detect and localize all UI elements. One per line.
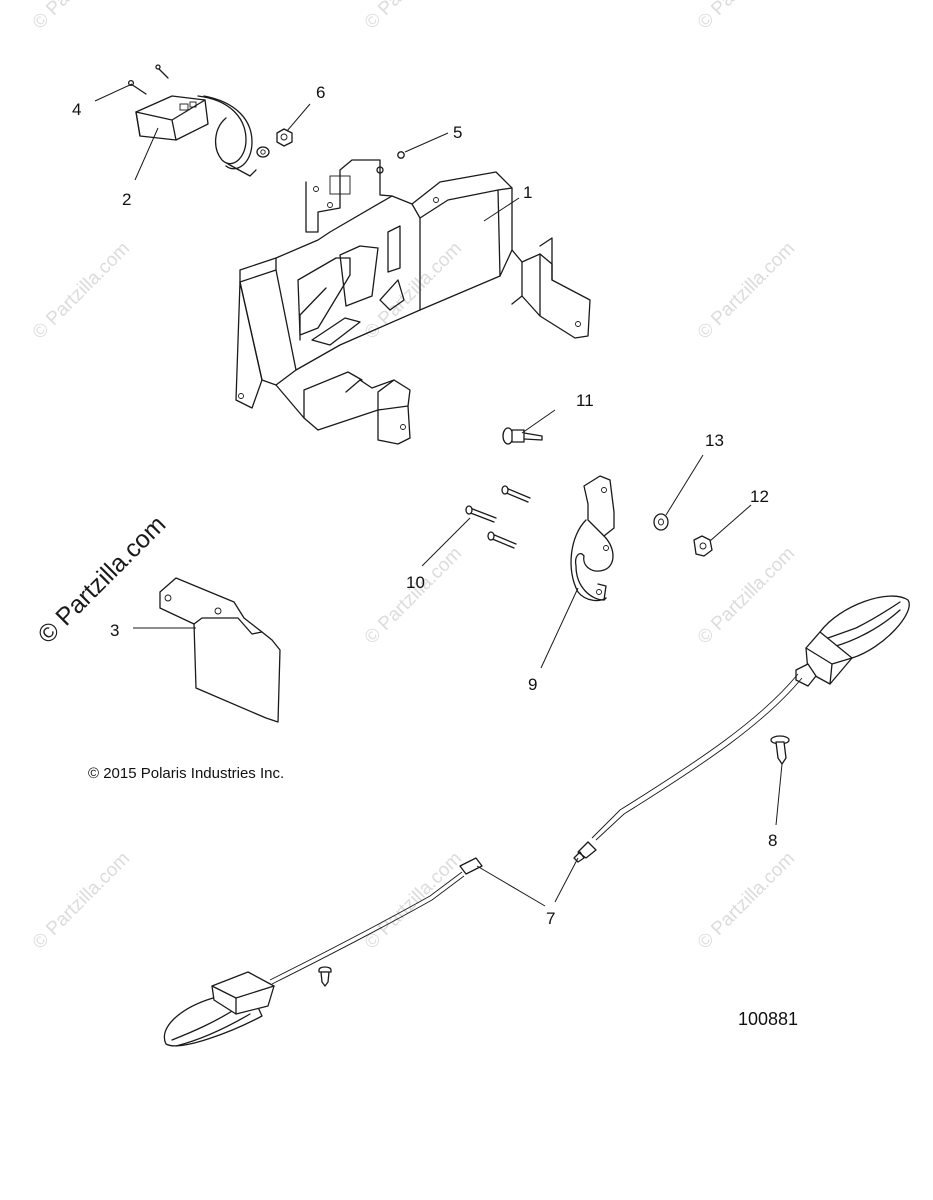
part-12-nut (693, 535, 713, 557)
watermark-layer: © Partzilla.com © Partzilla.com © Partzi… (29, 0, 799, 954)
part-1-bracket (235, 159, 591, 445)
callout-3: 3 (110, 621, 119, 640)
leader-lines (94, 83, 783, 907)
part-7-signal-right (573, 595, 910, 863)
callout-11: 11 (576, 391, 594, 410)
callout-9: 9 (528, 675, 537, 694)
callout-13: 13 (705, 431, 724, 450)
copyright-notice: © 2015 Polaris Industries Inc. (88, 765, 284, 782)
watermark: © Partzilla.com (29, 238, 134, 343)
part-8-rivet (318, 735, 790, 987)
part-7-signal-left (163, 857, 483, 1047)
callout-8: 8 (768, 831, 777, 850)
part-2-relay (135, 95, 257, 177)
watermark: © Partzilla.com (694, 238, 799, 343)
watermark: © Partzilla.com (29, 848, 134, 953)
callout-7: 7 (546, 909, 555, 928)
part-10-bolts (465, 485, 531, 549)
watermark: © Partzilla.com (361, 848, 466, 953)
watermark: © Partzilla.com (361, 238, 466, 343)
watermark: © Partzilla.com (694, 0, 799, 34)
part-5-nut (376, 151, 405, 174)
watermark: © Partzilla.com (29, 0, 134, 34)
callout-12: 12 (750, 487, 769, 506)
callout-6: 6 (316, 83, 325, 102)
watermark: © Partzilla.com (361, 543, 466, 648)
part-11-bolt (502, 427, 543, 445)
part-4-screw (127, 64, 169, 95)
part-3-shield (159, 577, 281, 723)
watermark: © Partzilla.com (694, 543, 799, 648)
diagram-id: 100881 (738, 1009, 798, 1029)
callout-2: 2 (122, 190, 131, 209)
callout-5: 5 (453, 123, 462, 142)
part-13-washer (653, 513, 669, 531)
watermark: © Partzilla.com (361, 0, 466, 34)
part-9-c-bracket (570, 475, 615, 602)
callout-10: 10 (406, 573, 425, 592)
callouts: 1 2 3 4 5 6 7 8 9 10 11 12 13 (72, 83, 777, 928)
callout-1: 1 (523, 183, 532, 202)
part-6-nut (256, 128, 293, 158)
callout-4: 4 (72, 100, 81, 119)
watermark: © Partzilla.com (694, 848, 799, 953)
